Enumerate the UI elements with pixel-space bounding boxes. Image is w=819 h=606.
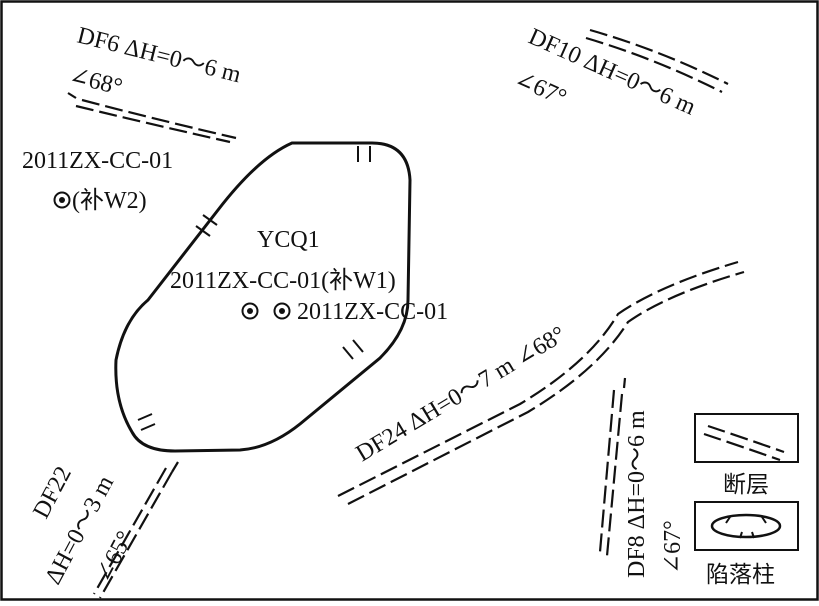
fault-df8-label: DF8 ΔH=0～6 m: [624, 410, 650, 578]
well-main-label: 2011ZX-CC-01: [297, 299, 448, 325]
legend: 断层 陷落柱: [694, 413, 799, 588]
legend-collapse-label: 陷落柱: [706, 562, 775, 588]
well-supplement-w1-label: 2011ZX-CC-01(补W1): [170, 267, 396, 294]
fault-df10: [585, 28, 729, 93]
outside-well-supplement: (补W2): [72, 187, 147, 214]
fault-df6: [67, 92, 237, 144]
fault-df22: [93, 461, 179, 599]
well-symbol-main: [273, 302, 291, 320]
fault-df24: [337, 260, 745, 505]
legend-fault-label: 断层: [723, 472, 769, 498]
well-symbol-w2: [53, 191, 71, 209]
fault-df8: [598, 377, 627, 557]
legend-collapse-box: [694, 501, 799, 551]
fault-df8-dip: ∠67°: [660, 520, 686, 574]
collapse-column-name: YCQ1: [257, 227, 320, 253]
collapse-column-ycq1: [114, 141, 412, 453]
well-symbol-w1: [241, 302, 259, 320]
outside-well-name: 2011ZX-CC-01: [22, 148, 173, 174]
